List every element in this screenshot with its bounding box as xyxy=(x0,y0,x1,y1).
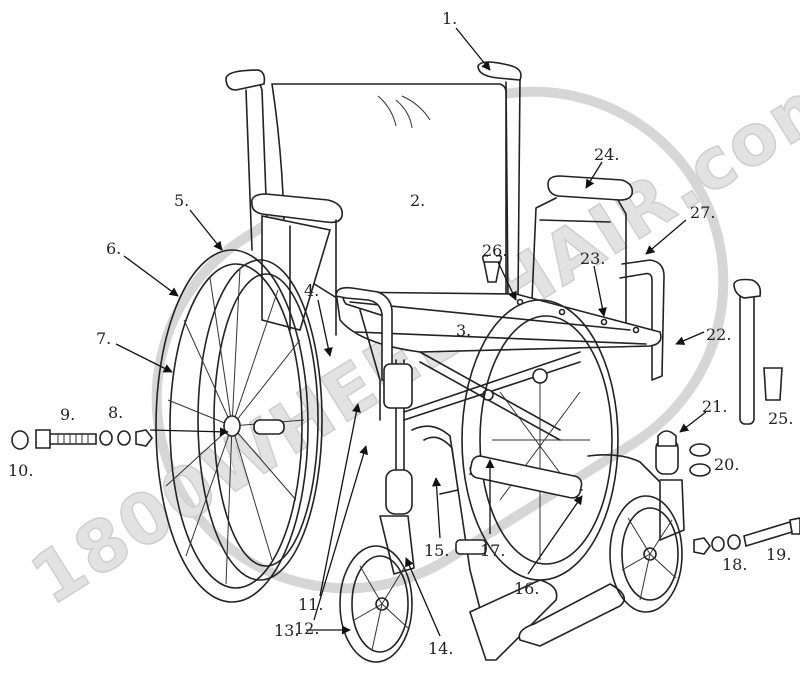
label-19: 19. xyxy=(766,545,791,564)
washer xyxy=(99,430,113,446)
right-hand-grip xyxy=(477,61,522,81)
front-caster-right xyxy=(609,495,683,613)
label-14: 14. xyxy=(428,639,453,658)
label-20: 20. xyxy=(714,455,739,474)
left-caster-housing xyxy=(385,469,413,515)
front-caster-left xyxy=(339,545,413,663)
rear-wheel-left xyxy=(155,249,323,603)
label-25: 25. xyxy=(768,409,793,428)
leg-rest-tube xyxy=(469,455,583,499)
label-23: 23. xyxy=(580,249,605,268)
label-24: 24. xyxy=(594,145,619,164)
caster-nut xyxy=(693,537,711,555)
left-armrest-pad xyxy=(250,193,344,224)
caster-bolt xyxy=(743,517,800,548)
right-armrest-pad xyxy=(547,175,634,201)
label-15: 15. xyxy=(424,541,449,560)
label-17: 17. xyxy=(480,541,505,560)
bushing xyxy=(689,443,711,457)
label-16: 16. xyxy=(514,579,539,598)
label-13: 13. xyxy=(274,621,299,640)
right-arm-frame xyxy=(619,259,665,381)
footplate xyxy=(469,579,558,661)
footplate-right xyxy=(518,583,626,647)
clip xyxy=(481,254,503,283)
label-18: 18. xyxy=(722,555,747,574)
label-5: 5. xyxy=(174,191,189,210)
label-7: 7. xyxy=(96,329,111,348)
label-22: 22. xyxy=(706,325,731,344)
label-27: 27. xyxy=(690,203,715,222)
label-21: 21. xyxy=(702,397,727,416)
label-8: 8. xyxy=(108,403,123,422)
axle-cap xyxy=(11,430,29,450)
label-4: 4. xyxy=(304,281,319,300)
part-labels: 1. 2. 3. 4. 5. 6. 7. 8. 9. 10. 11. 12. 1… xyxy=(8,9,793,658)
label-1: 1. xyxy=(442,9,457,28)
label-6: 6. xyxy=(106,239,121,258)
arm-socket-tube xyxy=(739,291,755,425)
socket-insert xyxy=(763,367,783,401)
label-2: 2. xyxy=(410,191,425,210)
label-12: 12. xyxy=(294,619,319,638)
label-3: 3. xyxy=(456,321,471,340)
label-10: 10. xyxy=(8,461,33,480)
footrest-hanger xyxy=(411,425,489,641)
label-11: 11. xyxy=(298,595,323,614)
leader-lines xyxy=(115,27,707,637)
label-9: 9. xyxy=(60,405,75,424)
wheelchair-drawing xyxy=(11,61,800,663)
axle-nut xyxy=(135,429,153,447)
label-26: 26. xyxy=(482,241,507,260)
axle-bolt xyxy=(35,429,97,449)
left-hand-grip xyxy=(225,69,266,91)
